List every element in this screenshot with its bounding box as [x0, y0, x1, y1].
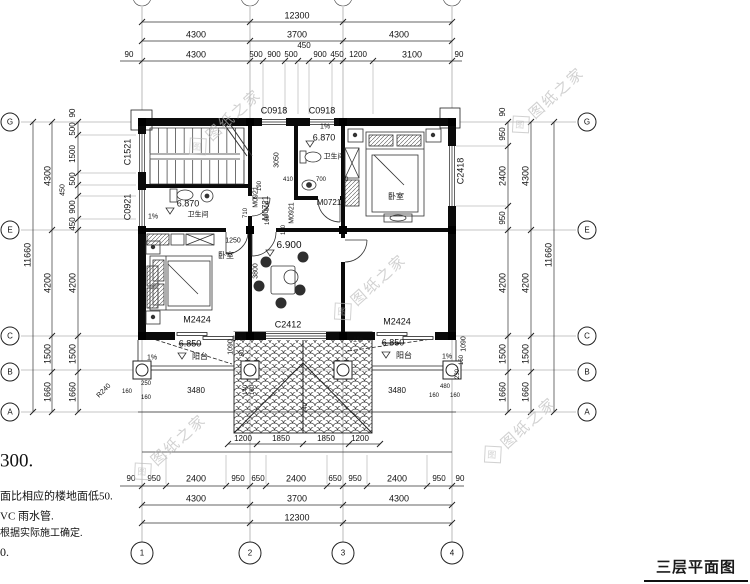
wardrobe	[344, 147, 360, 179]
dimension-ticks	[29, 18, 558, 527]
door-swings	[225, 197, 368, 263]
balcony-columns	[132, 360, 462, 380]
wardrobe	[146, 287, 159, 309]
staircase	[149, 123, 253, 185]
pillow	[368, 134, 394, 147]
dresser	[383, 213, 413, 223]
windows	[139, 119, 455, 339]
watermark-logo-icon: 图	[511, 115, 530, 134]
wardrobe	[146, 265, 159, 287]
plant	[260, 256, 272, 268]
dimension-lines	[32, 21, 555, 524]
toilet-bowl	[304, 151, 322, 163]
plant	[294, 284, 306, 296]
level-markers	[165, 140, 391, 360]
watermark-logo-icon: 图	[483, 445, 502, 464]
plant	[275, 297, 287, 309]
cabinet	[170, 233, 185, 246]
junction-columns	[138, 118, 456, 340]
toilet-bowl	[176, 189, 194, 201]
sliding-doors	[176, 332, 434, 340]
toilet-tank	[169, 188, 178, 203]
nightstand	[425, 128, 442, 143]
bath-fixtures	[169, 150, 322, 203]
watermark-logo-icon: 图	[188, 137, 207, 156]
stool	[283, 269, 299, 285]
walls	[138, 118, 456, 340]
terrace-eave-lines	[138, 411, 456, 453]
bed-right	[365, 131, 425, 217]
lower-roof	[233, 331, 373, 434]
pillow	[396, 134, 422, 147]
nightstand	[347, 128, 364, 143]
extension-lines	[80, 63, 506, 484]
plant	[253, 280, 265, 292]
balconies	[137, 336, 457, 371]
cabinet	[185, 233, 215, 246]
cabinet	[146, 233, 170, 246]
drawing-title: 三层平面图	[644, 556, 748, 582]
plant	[297, 251, 309, 263]
furniture	[145, 128, 442, 325]
nightstand	[145, 310, 161, 325]
table	[270, 265, 296, 295]
watermark-logo-icon: 图	[333, 302, 352, 321]
watermark-logo-icon: 图	[133, 462, 152, 481]
wardrobe	[344, 179, 360, 207]
